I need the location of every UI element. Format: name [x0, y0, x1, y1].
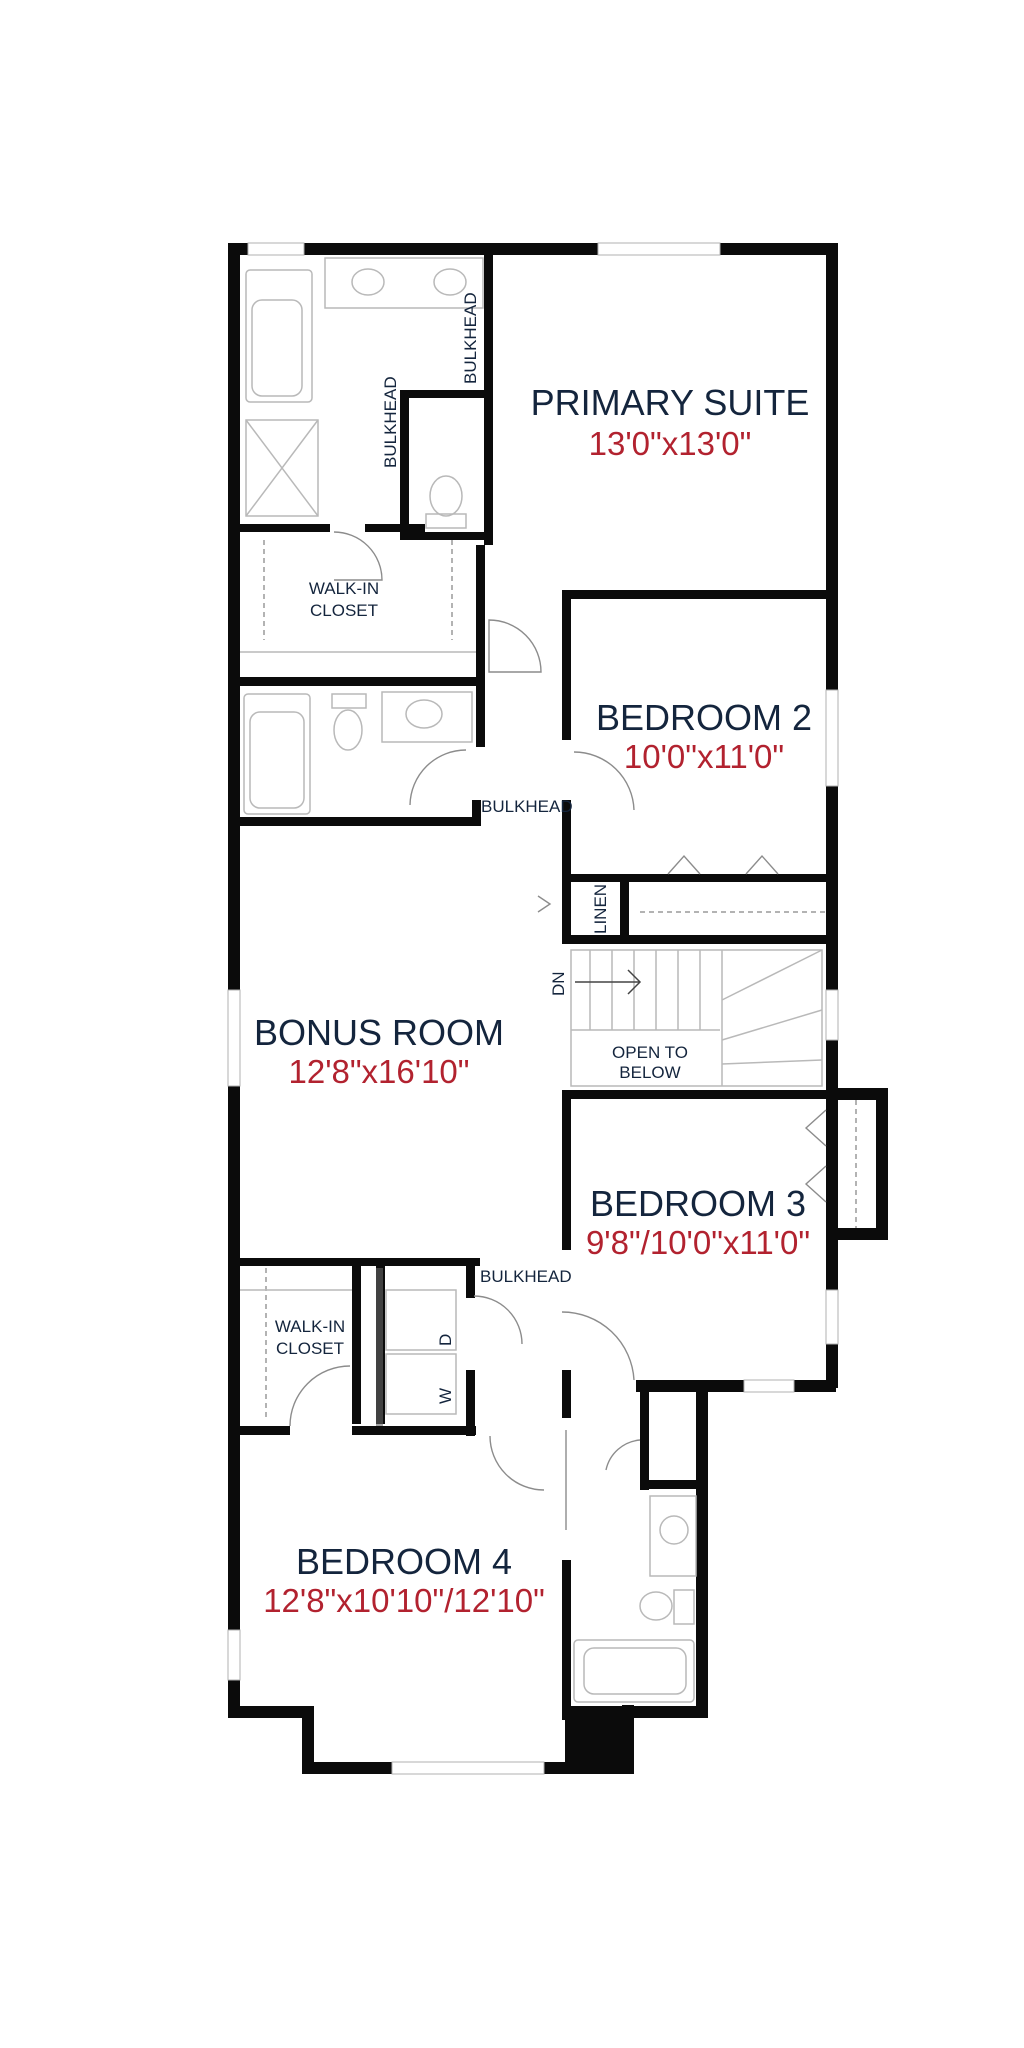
walkin-closet-2-line1: WALK-IN [275, 1317, 345, 1336]
primary-suite-name: PRIMARY SUITE [531, 382, 810, 423]
bulkhead-label-2: BULKHEAD [381, 376, 400, 468]
walkin-closet-1-line1: WALK-IN [309, 579, 379, 598]
walkin-closet-1-line2: CLOSET [310, 601, 378, 620]
dn-label: DN [549, 971, 568, 996]
annotations: BULKHEAD BULKHEAD BULKHEAD BULKHEAD WALK… [275, 292, 688, 1404]
walkin-closet-2-line2: CLOSET [276, 1339, 344, 1358]
windows [227, 242, 839, 1775]
washer-label: W [436, 1388, 455, 1404]
bedroom-4-name: BEDROOM 4 [296, 1541, 512, 1582]
exterior-walls [228, 243, 888, 1774]
bonus-room-dim: 12'8"x16'10" [288, 1053, 469, 1090]
bedroom-3-name: BEDROOM 3 [590, 1183, 806, 1224]
room-labels: PRIMARY SUITE 13'0"x13'0" BEDROOM 2 10'0… [254, 382, 812, 1619]
bulkhead-label-4: BULKHEAD [480, 1267, 572, 1286]
fixtures [240, 257, 857, 1703]
linen-label: LINEN [591, 884, 610, 934]
bedroom-3-dim: 9'8"/10'0"x11'0" [586, 1224, 810, 1261]
bulkhead-label-1: BULKHEAD [461, 292, 480, 384]
bulkhead-label-3: BULKHEAD [481, 797, 573, 816]
open-to-below-line1: OPEN TO [612, 1043, 688, 1062]
bedroom-2-dim: 10'0"x11'0" [624, 738, 784, 775]
doors [289, 531, 827, 1530]
interior-walls [240, 255, 838, 1720]
bedroom-4-dim: 12'8"x10'10"/12'10" [263, 1582, 545, 1619]
bedroom-2-name: BEDROOM 2 [596, 697, 812, 738]
bonus-room-name: BONUS ROOM [254, 1012, 504, 1053]
dryer-label: D [436, 1334, 455, 1346]
open-to-below-line2: BELOW [619, 1063, 680, 1082]
primary-suite-dim: 13'0"x13'0" [589, 425, 752, 462]
